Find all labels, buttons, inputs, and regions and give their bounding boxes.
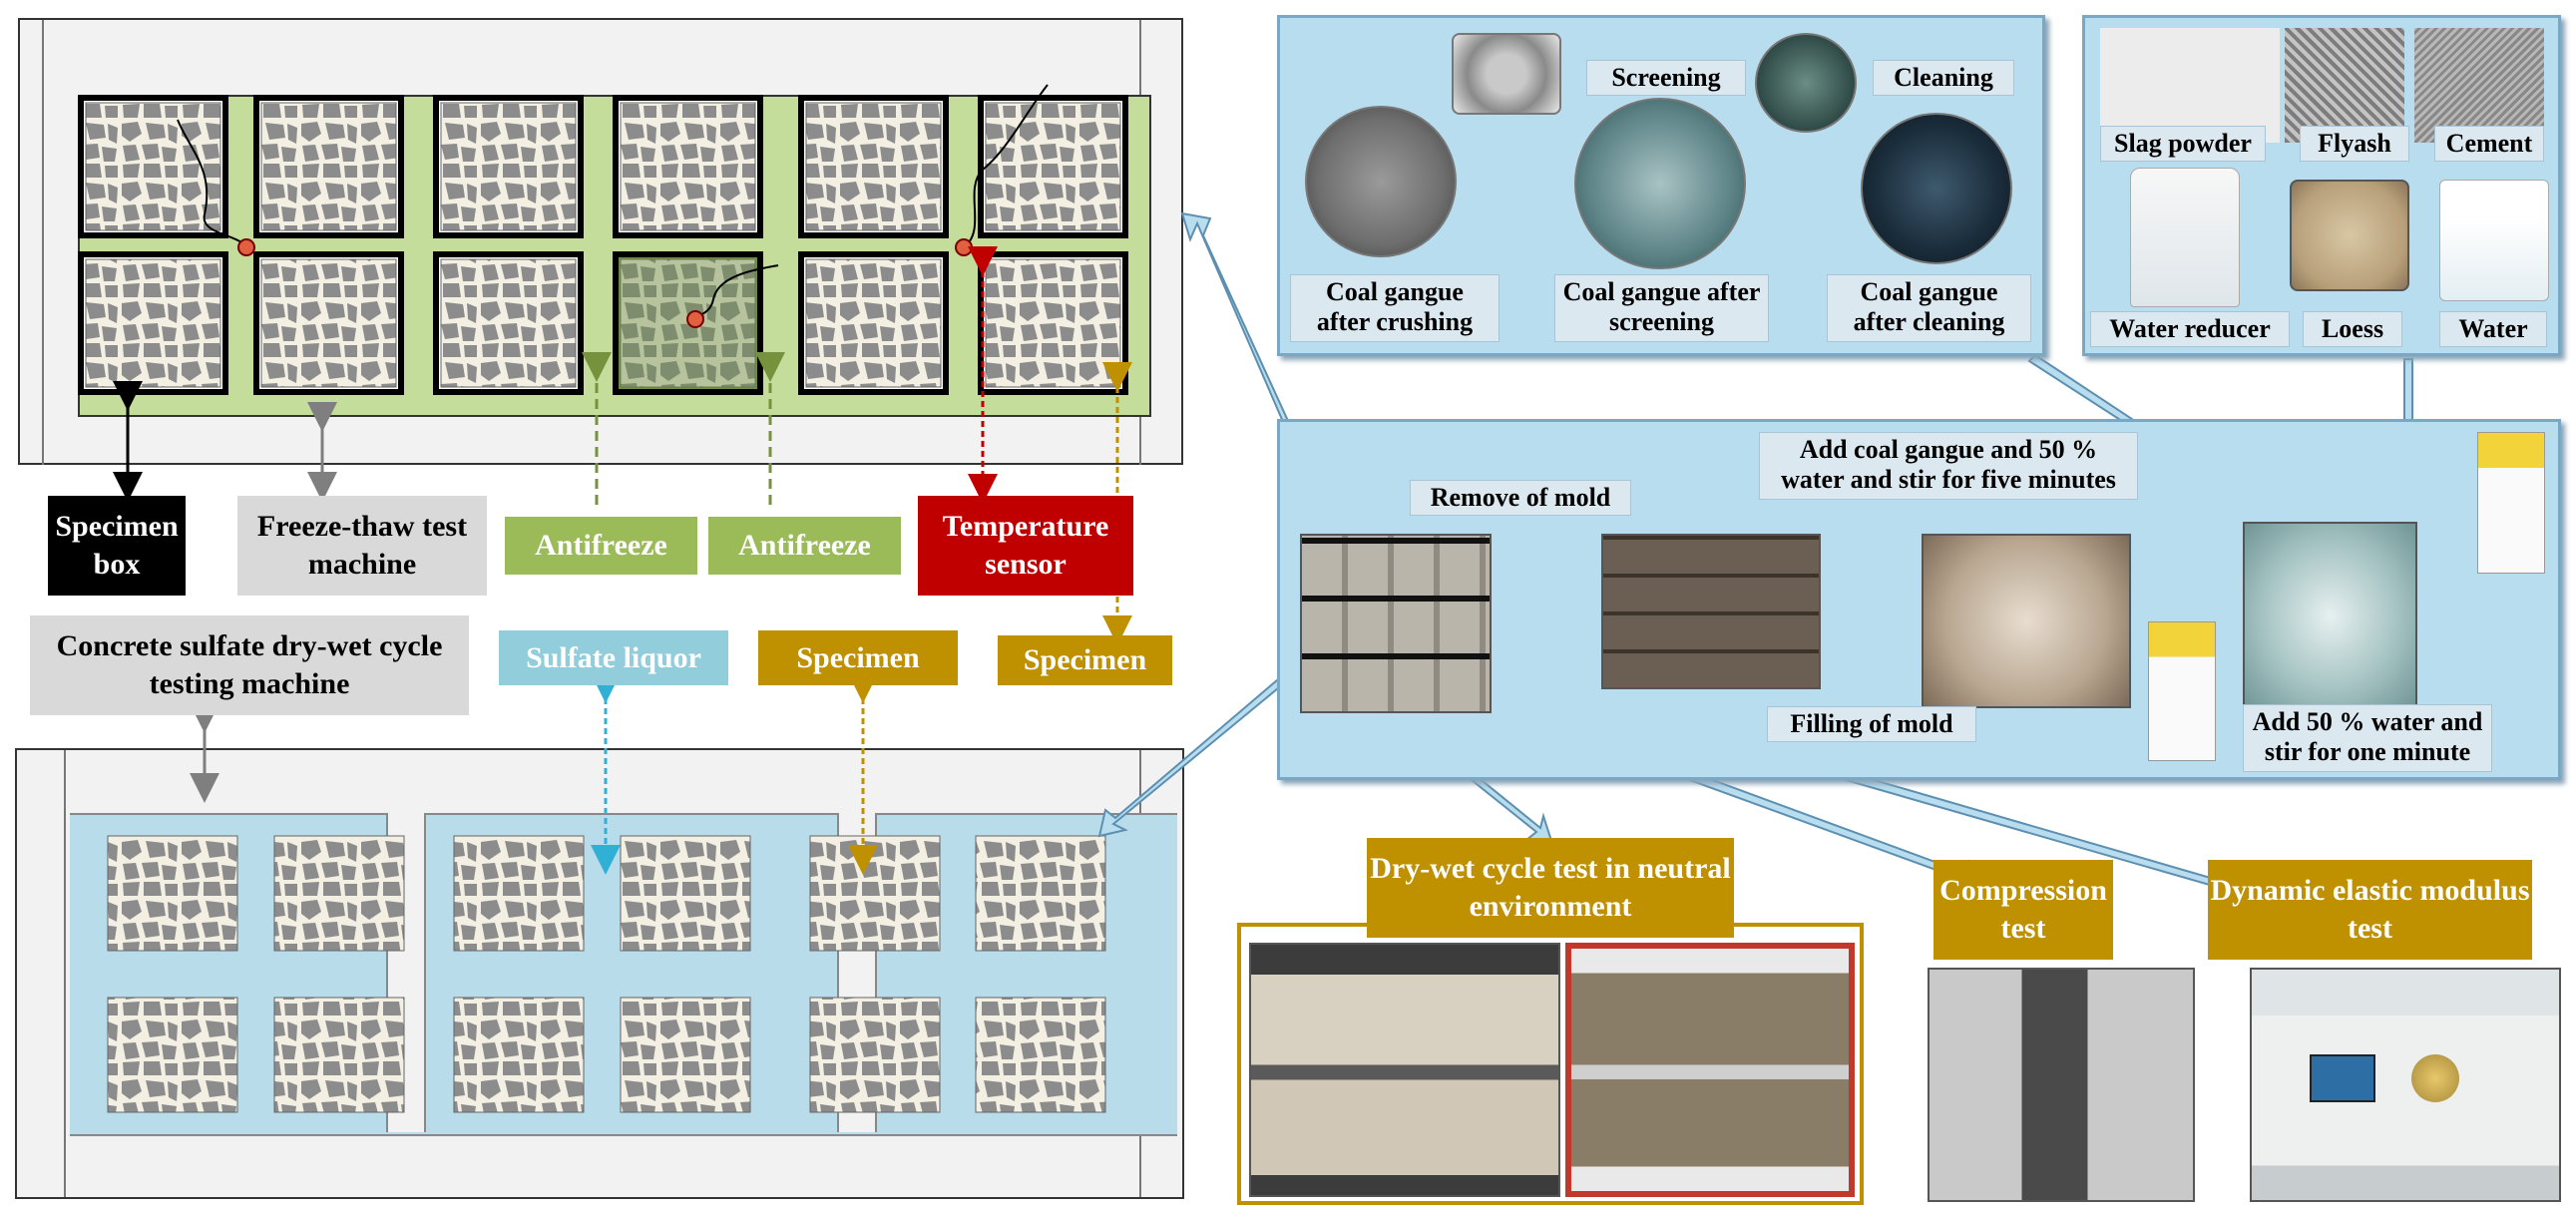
filling-mold-label: Filling of mold xyxy=(1767,706,1976,742)
dry-wet-specimen xyxy=(809,835,941,952)
freeze-thaw-specimen xyxy=(978,251,1128,395)
sieve-photo xyxy=(1452,33,1561,115)
freeze-thaw-left-wall xyxy=(42,20,44,465)
sensor-node-1 xyxy=(237,238,255,256)
water-reducer-label: Water reducer xyxy=(2090,311,2290,347)
cleaning-photo xyxy=(1755,33,1857,133)
sensor-wire-2 xyxy=(963,84,1049,248)
freeze-thaw-specimen xyxy=(78,251,228,395)
filled-mold-photo xyxy=(1601,534,1821,689)
gangue-crushed-photo xyxy=(1305,106,1457,257)
dynamic-modulus-photo xyxy=(2250,968,2561,1202)
freeze-thaw-specimen xyxy=(253,95,404,238)
freeze-thaw-specimen xyxy=(433,95,584,238)
materials-panel: Slag powder Flyash Cement Water reducer … xyxy=(2082,15,2561,356)
dry-wet-specimen xyxy=(809,997,941,1113)
dry-wet-specimen xyxy=(107,997,238,1113)
freeze-thaw-specimen xyxy=(798,251,949,395)
freeze-thaw-specimen xyxy=(613,95,763,238)
antifreeze-label-2: Antifreeze xyxy=(708,517,901,575)
compression-test-photo xyxy=(1928,968,2195,1202)
freeze-thaw-specimen xyxy=(433,251,584,395)
after-cleaning-label: Coal gangue after cleaning xyxy=(1827,274,2031,342)
arrow-to-dry-wet xyxy=(1097,666,1297,838)
compression-test-label: Compression test xyxy=(1933,860,2113,960)
paste-mixing-photo xyxy=(2243,522,2417,711)
modulus-screen xyxy=(2310,1054,2375,1102)
sensor-wire-1 xyxy=(177,119,247,248)
after-screening-label: Coal gangue after screening xyxy=(1554,274,1769,342)
add-gangue-label: Add coal gangue and 50 % water and stir … xyxy=(1759,432,2138,500)
sensor-node-3 xyxy=(686,310,704,328)
remove-mold-label: Remove of mold xyxy=(1410,480,1631,516)
screening-label: Screening xyxy=(1586,60,1746,96)
water-reducer-photo xyxy=(2130,168,2240,307)
dry-wet-specimen xyxy=(620,835,751,952)
coal-gangue-panel: Screening Cleaning Coal gangue after cru… xyxy=(1277,15,2045,356)
process-panel: Add coal gangue and 50 % water and stir … xyxy=(1277,419,2561,780)
dry-wet-neutral-label: Dry-wet cycle test in neutral environmen… xyxy=(1367,838,1734,938)
slag-powder-photo xyxy=(2100,28,2280,143)
temperature-sensor-label: Temperature sensor xyxy=(918,496,1133,596)
cement-photo xyxy=(2414,28,2544,143)
demolded-specimens-photo xyxy=(1300,534,1492,713)
modulus-knob xyxy=(2411,1054,2459,1102)
freeze-thaw-specimen xyxy=(253,251,404,395)
dry-wet-specimen xyxy=(107,835,238,952)
specimen-label-dw: Specimen xyxy=(758,630,958,685)
add-water-label: Add 50 % water and stir for one minute xyxy=(2243,704,2492,772)
cement-label: Cement xyxy=(2434,126,2544,162)
mixer-photo-bottom xyxy=(2148,621,2216,761)
freeze-thaw-specimen xyxy=(798,95,949,238)
freeze-thaw-specimen xyxy=(978,95,1128,238)
antifreeze-label-1: Antifreeze xyxy=(505,517,697,575)
dry-wet-specimen xyxy=(620,997,751,1113)
mixer-photo-top xyxy=(2477,432,2545,574)
cleaning-label: Cleaning xyxy=(1873,60,2014,96)
dry-wet-specimen xyxy=(453,997,585,1113)
neutral-oven-photo-1 xyxy=(1249,943,1560,1197)
mixed-aggregate-photo xyxy=(1922,534,2131,708)
flyash-label: Flyash xyxy=(2300,126,2409,162)
gangue-cleaned-photo xyxy=(1861,113,2012,264)
dry-wet-left-wall xyxy=(64,750,66,1197)
after-crushing-label: Coal gangue after crushing xyxy=(1290,274,1500,342)
dynamic-modulus-label: Dynamic elastic modulus test xyxy=(2208,860,2532,960)
specimen-box-label: Specimen box xyxy=(48,496,186,596)
gangue-screened-photo xyxy=(1574,98,1746,269)
specimen-label-ft: Specimen xyxy=(998,635,1172,685)
freeze-thaw-machine-label: Freeze-thaw test machine xyxy=(237,496,487,596)
loess-photo xyxy=(2290,180,2409,291)
water-photo xyxy=(2439,180,2549,301)
dry-wet-specimen xyxy=(453,835,585,952)
dry-wet-specimen xyxy=(975,835,1106,952)
sulfate-liquor-label: Sulfate liquor xyxy=(499,630,728,685)
dry-wet-specimen xyxy=(273,997,405,1113)
dry-wet-machine-label: Concrete sulfate dry-wet cycle testing m… xyxy=(30,615,469,715)
loess-label: Loess xyxy=(2303,311,2402,347)
water-label: Water xyxy=(2439,311,2547,347)
neutral-oven-photo-2 xyxy=(1565,943,1855,1197)
neutral-test-frame xyxy=(1237,923,1864,1205)
dry-wet-specimen xyxy=(975,997,1106,1113)
slag-powder-label: Slag powder xyxy=(2100,126,2266,162)
sensor-node-2 xyxy=(955,238,973,256)
flyash-photo xyxy=(2285,28,2404,143)
dry-wet-specimen xyxy=(273,835,405,952)
